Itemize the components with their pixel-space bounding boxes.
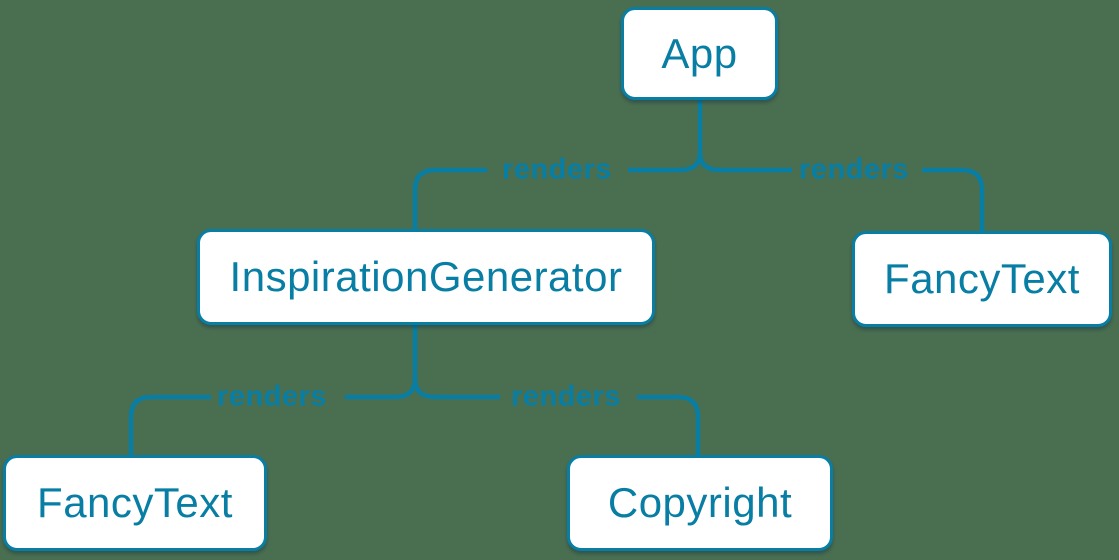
node-fancy-text-bottom: FancyText [3, 455, 267, 551]
node-copyright-label: Copyright [607, 479, 793, 526]
edge-label-renders: renders [502, 153, 612, 186]
node-fancy-text-top: FancyText [852, 231, 1112, 327]
node-app: App [621, 7, 778, 100]
edge-label-renders: renders [511, 380, 621, 413]
edge-label-renders: renders [799, 153, 909, 186]
node-fancy-text-bottom-label: FancyText [37, 479, 233, 526]
edge-label-renders: renders [217, 380, 327, 413]
edge-app-to-fancytext-top [697, 152, 985, 231]
node-fancy-text-top-label: FancyText [884, 255, 1080, 302]
node-inspiration-generator: InspirationGenerator [197, 229, 655, 325]
node-inspiration-generator-label: InspirationGenerator [229, 253, 623, 300]
node-app-label: App [661, 29, 738, 77]
edge-inspirationgenerator-to-copyright [412, 378, 701, 455]
node-copyright: Copyright [567, 455, 833, 551]
